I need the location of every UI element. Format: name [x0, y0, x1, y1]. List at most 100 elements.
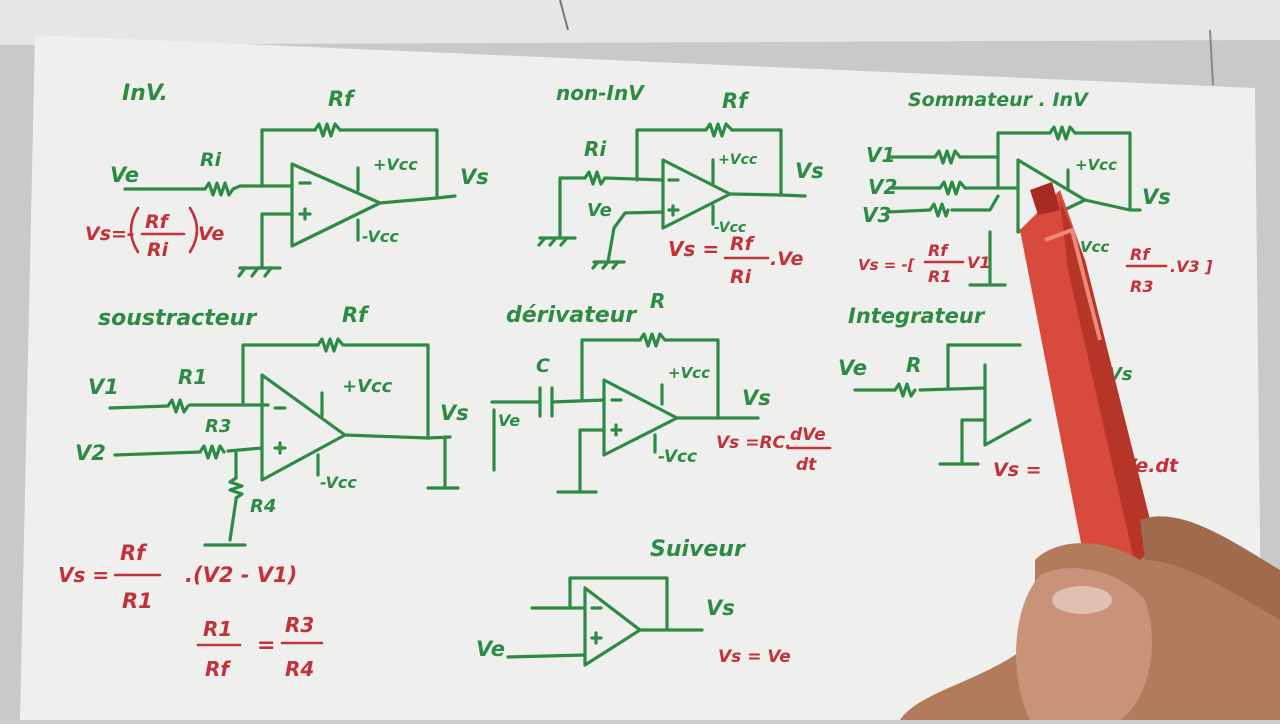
sub-v1-label: V1 [88, 375, 119, 399]
follower-input-wire [506, 653, 587, 659]
sub-pvcc: +Vcc [342, 376, 393, 397]
inv-formula-den: Ri [147, 239, 169, 261]
finger [1140, 516, 1280, 620]
voltage-follower: Suiveur Ve Vs Vs = Ve [476, 537, 791, 667]
paper-edge-mark [1209, 29, 1214, 86]
summer-f3-den: R3 [1130, 277, 1153, 296]
follower-ve-label: Ve [476, 637, 505, 661]
inv-opamp [290, 162, 382, 248]
thumb [1016, 568, 1152, 720]
back-sheet [0, 0, 1280, 45]
sub-v2-label: V2 [75, 441, 106, 465]
inv-formula-lhs: Vs=- [85, 223, 135, 245]
integ-opamp [983, 363, 1032, 447]
follower-formula: Vs = Ve [718, 647, 791, 667]
diff-opamp-signs [610, 398, 623, 437]
diff-feedback-wire [580, 338, 720, 420]
diff-formula-lhs: Vs =RC. [716, 433, 791, 453]
summer-f1-num: Rf [928, 241, 949, 260]
follower-opamp [583, 586, 642, 667]
sub-vs-label: Vs [440, 401, 469, 425]
diff-opamp [602, 378, 679, 457]
noninv-rf-label: Rf [722, 89, 750, 113]
thumbnail [1052, 586, 1112, 614]
sub-r4-wire [203, 450, 247, 547]
inv-vs-label: Vs [460, 165, 489, 189]
diff-ve-label: Ve [498, 411, 520, 430]
integ-ground [938, 418, 987, 466]
summer-rf-resistor [1048, 125, 1077, 141]
summer-f3-tail: .V3 ] [1170, 257, 1213, 276]
summer-ground [968, 230, 1007, 287]
inv-ve-label: Ve [110, 163, 139, 187]
noninv-ve-label: Ve [587, 200, 612, 221]
sub-rf-resistor [316, 337, 345, 353]
summer-pvcc: +Vcc [1075, 156, 1117, 174]
inv-rf-resistor [313, 122, 342, 138]
inv-formula-num: Rf [145, 211, 171, 233]
inv-rf-label: Rf [328, 87, 356, 111]
sub-formula-tail: .(V2 - V1) [185, 563, 297, 587]
sub-r1-resistor [166, 398, 190, 414]
inv-output-wire [378, 194, 457, 205]
sub-ratio-den2: R4 [285, 657, 314, 681]
non-inverting-amplifier: non-InV Rf Ri Ve +Vcc -Vcc Vs Vs = Rf Ri… [537, 81, 824, 288]
integ-r-label: R [906, 353, 921, 377]
hand [900, 516, 1280, 720]
inv-formula-parens [129, 206, 199, 254]
inverting-amplifier: InV. Rf Ri Ve +Vcc -Vcc Vs Vs=- Rf Ri Ve [85, 81, 489, 278]
sub-formula-den: R1 [122, 589, 153, 613]
integ-feedback-wire [946, 343, 1022, 390]
sub-ratio-eq: = [257, 633, 275, 658]
noninv-opamp [661, 158, 732, 230]
diff-c-label: C [536, 355, 550, 377]
integ-r-resistor [893, 382, 917, 398]
noninv-formula-lhs: Vs = [668, 237, 719, 261]
sub-r4-label: R4 [250, 496, 276, 517]
sub-v1-wire [108, 403, 270, 410]
diff-r-resistor [638, 332, 667, 348]
summer-output-wire [1083, 198, 1142, 212]
summer-f3-num: Rf [1130, 245, 1151, 264]
sub-formula-num: Rf [120, 541, 148, 565]
sub-nvcc: -Vcc [320, 473, 357, 492]
inv-opamp-signs [298, 181, 312, 221]
inv-ri-label: Ri [200, 149, 222, 171]
sub-opamp-signs [273, 406, 287, 455]
noninv-nvcc: -Vcc [714, 220, 747, 236]
noninv-rf-resistor [704, 122, 734, 138]
noninv-title: non-InV [556, 81, 645, 105]
integ-ve-label: Ve [838, 356, 867, 380]
marker-tip [1030, 182, 1060, 215]
inv-ground [238, 212, 294, 270]
noninv-formula-num: Rf [730, 233, 756, 255]
diff-nvcc: -Vcc [658, 447, 697, 467]
integ-input-wire [853, 386, 987, 392]
diff-pvcc: +Vcc [668, 364, 710, 382]
integ-formula-lhs: Vs = [993, 459, 1042, 481]
inv-nvcc: -Vcc [362, 227, 399, 246]
noninv-output-wire [728, 192, 807, 198]
sub-ratio-num1: R1 [203, 617, 232, 641]
summer-nvcc: Vcc [1080, 238, 1110, 256]
noninv-formula-den: Ri [730, 266, 752, 288]
sub-r3-resistor [198, 444, 226, 460]
follower-feedback-wire [530, 576, 704, 632]
sub-ratio-num2: R3 [285, 613, 314, 637]
sub-r3-label: R3 [205, 416, 231, 437]
noninv-ground [591, 260, 620, 270]
diff-formula-num: dVe [790, 425, 826, 445]
diff-formula-den: dt [796, 455, 817, 475]
follower-vs-label: Vs [706, 596, 735, 620]
summer-feedback-wire [996, 131, 1132, 212]
inv-ri-resistor [203, 181, 242, 197]
inv-formula-tail: Ve [198, 223, 224, 245]
summer-vs-label: Vs [1142, 185, 1171, 209]
summer-input-resistors [928, 149, 967, 218]
diff-supply-wires [653, 383, 664, 454]
sub-feedback-wire [241, 343, 430, 440]
paper-edge-mark [559, 0, 569, 31]
sub-r1-label: R1 [178, 365, 207, 389]
